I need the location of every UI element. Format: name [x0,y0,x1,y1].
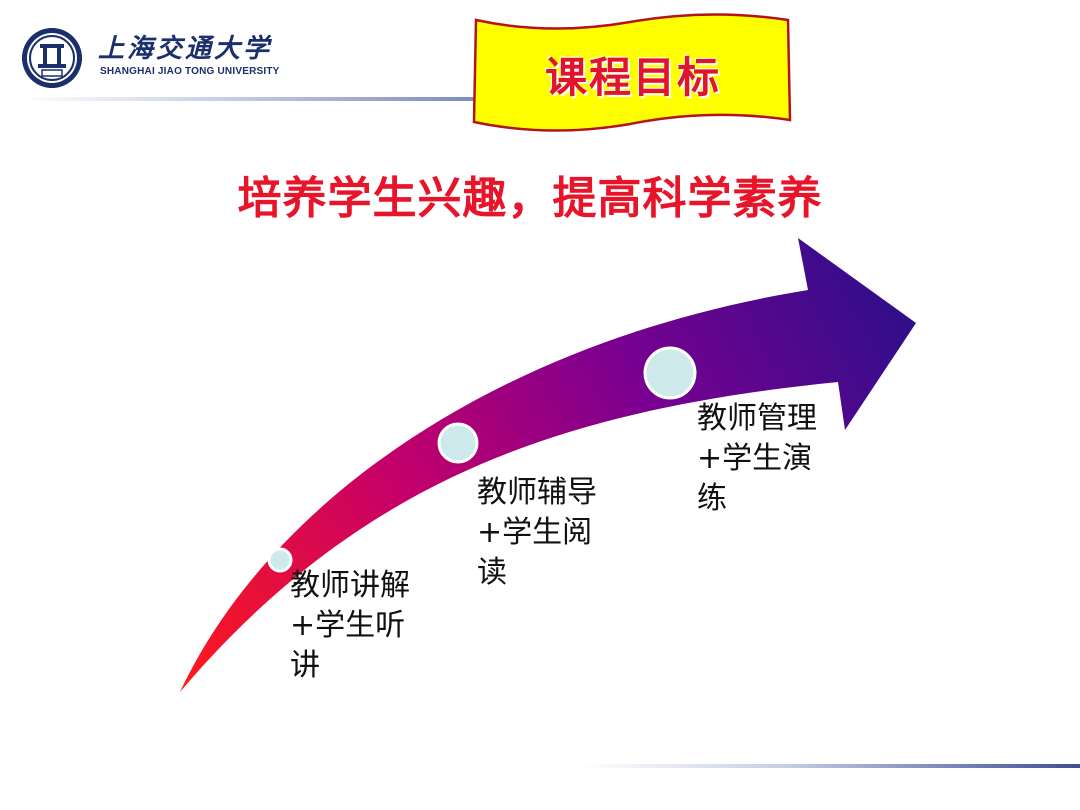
header-rule [20,97,520,101]
university-name-cn: 上海交通大学 [98,34,273,64]
step-3-line-3: 练 [697,481,727,516]
slide-subtitle: 培养学生兴趣，提高科学素养 [237,173,823,224]
step-3-line-2: +学生演 [697,441,813,476]
milestone-circle-1 [267,547,293,573]
university-logo: 上海交通大学 SHANGHAI JIAO TONG UNIVERSITY [20,24,279,88]
step-label-2: 教师辅导 +学生阅 读 [477,473,597,593]
title-banner: 课程目标 [470,8,796,138]
arrow-body [180,238,916,692]
footer-rule [580,764,1080,768]
step-1-line-1: 教师讲解 [290,568,410,603]
step-label-3: 教师管理 +学生演 练 [697,399,817,519]
banner-scroll-shape [472,13,792,132]
university-emblem-icon [22,28,82,88]
step-2-line-1: 教师辅导 [477,475,597,510]
banner-title: 课程目标 [544,53,721,102]
milestone-circle-2 [437,422,479,464]
step-3-line-1: 教师管理 [697,401,817,436]
step-label-1: 教师讲解 +学生听 讲 [290,566,410,686]
step-2-line-2: +学生阅 [477,515,593,550]
step-1-line-2: +学生听 [290,608,406,643]
step-1-line-3: 讲 [290,648,320,683]
milestone-circle-3 [643,346,697,400]
step-2-line-3: 读 [477,555,507,590]
university-name-en: SHANGHAI JIAO TONG UNIVERSITY [100,66,280,77]
